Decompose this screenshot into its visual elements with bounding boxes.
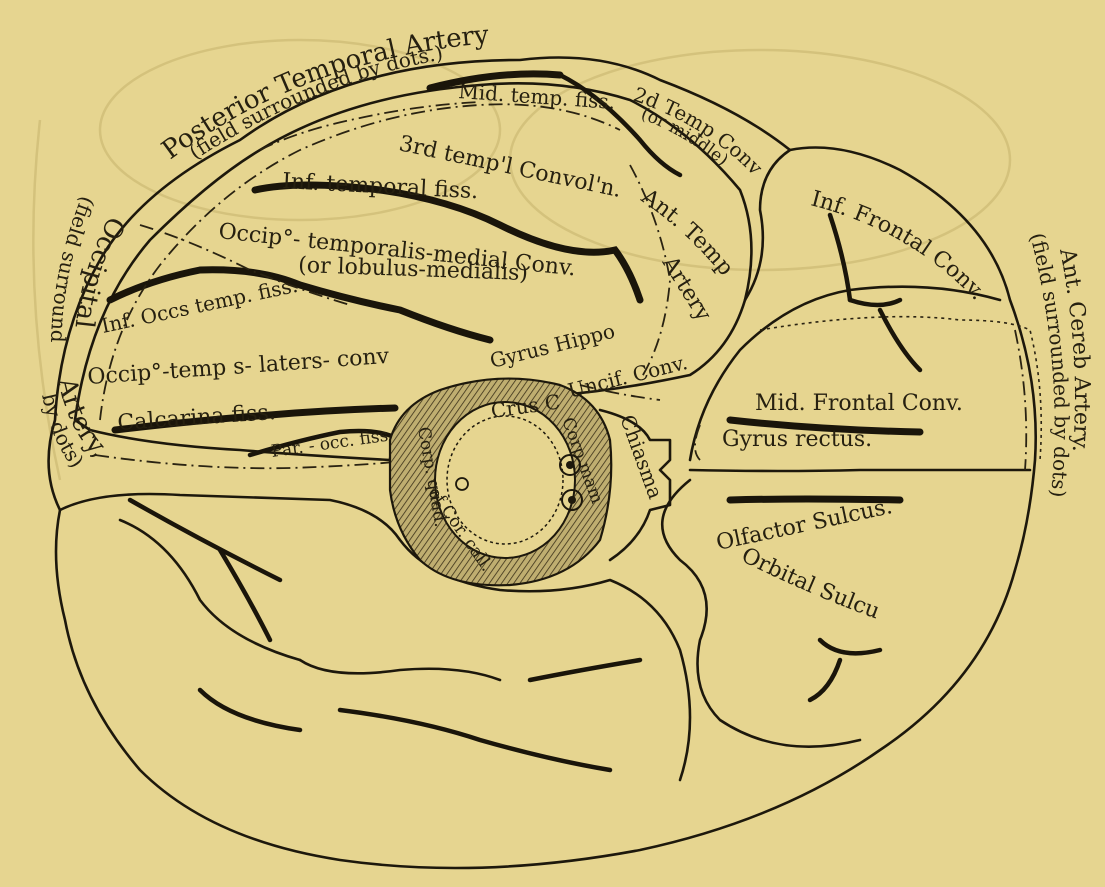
label-olfactor-sulcus: Olfactor Sulcus. [714,494,895,556]
label-uncif-conv: Uncif. Conv. [565,350,689,403]
label-calcarina-fiss: Calcarina fiss. [117,400,277,436]
label-inf-occ-temp-fiss: Inf. Occs temp. fiss. [99,273,300,338]
label-mid-frontal-conv: Mid. Frontal Conv. [755,391,963,416]
label-occip-temp-lateral: Occip°-temp s- laters- conv [87,344,391,390]
label-inf-temporal-fiss: Inf. temporal fiss. [282,169,479,204]
label-mid-temp-fiss: Mid. temp. fiss. [458,79,616,114]
label-gyrus-hippo: Gyrus Hippo [487,319,617,373]
label-chiasma: Chiasma [615,412,668,503]
label-gyrus-rectus: Gyrus rectus. [722,427,872,452]
